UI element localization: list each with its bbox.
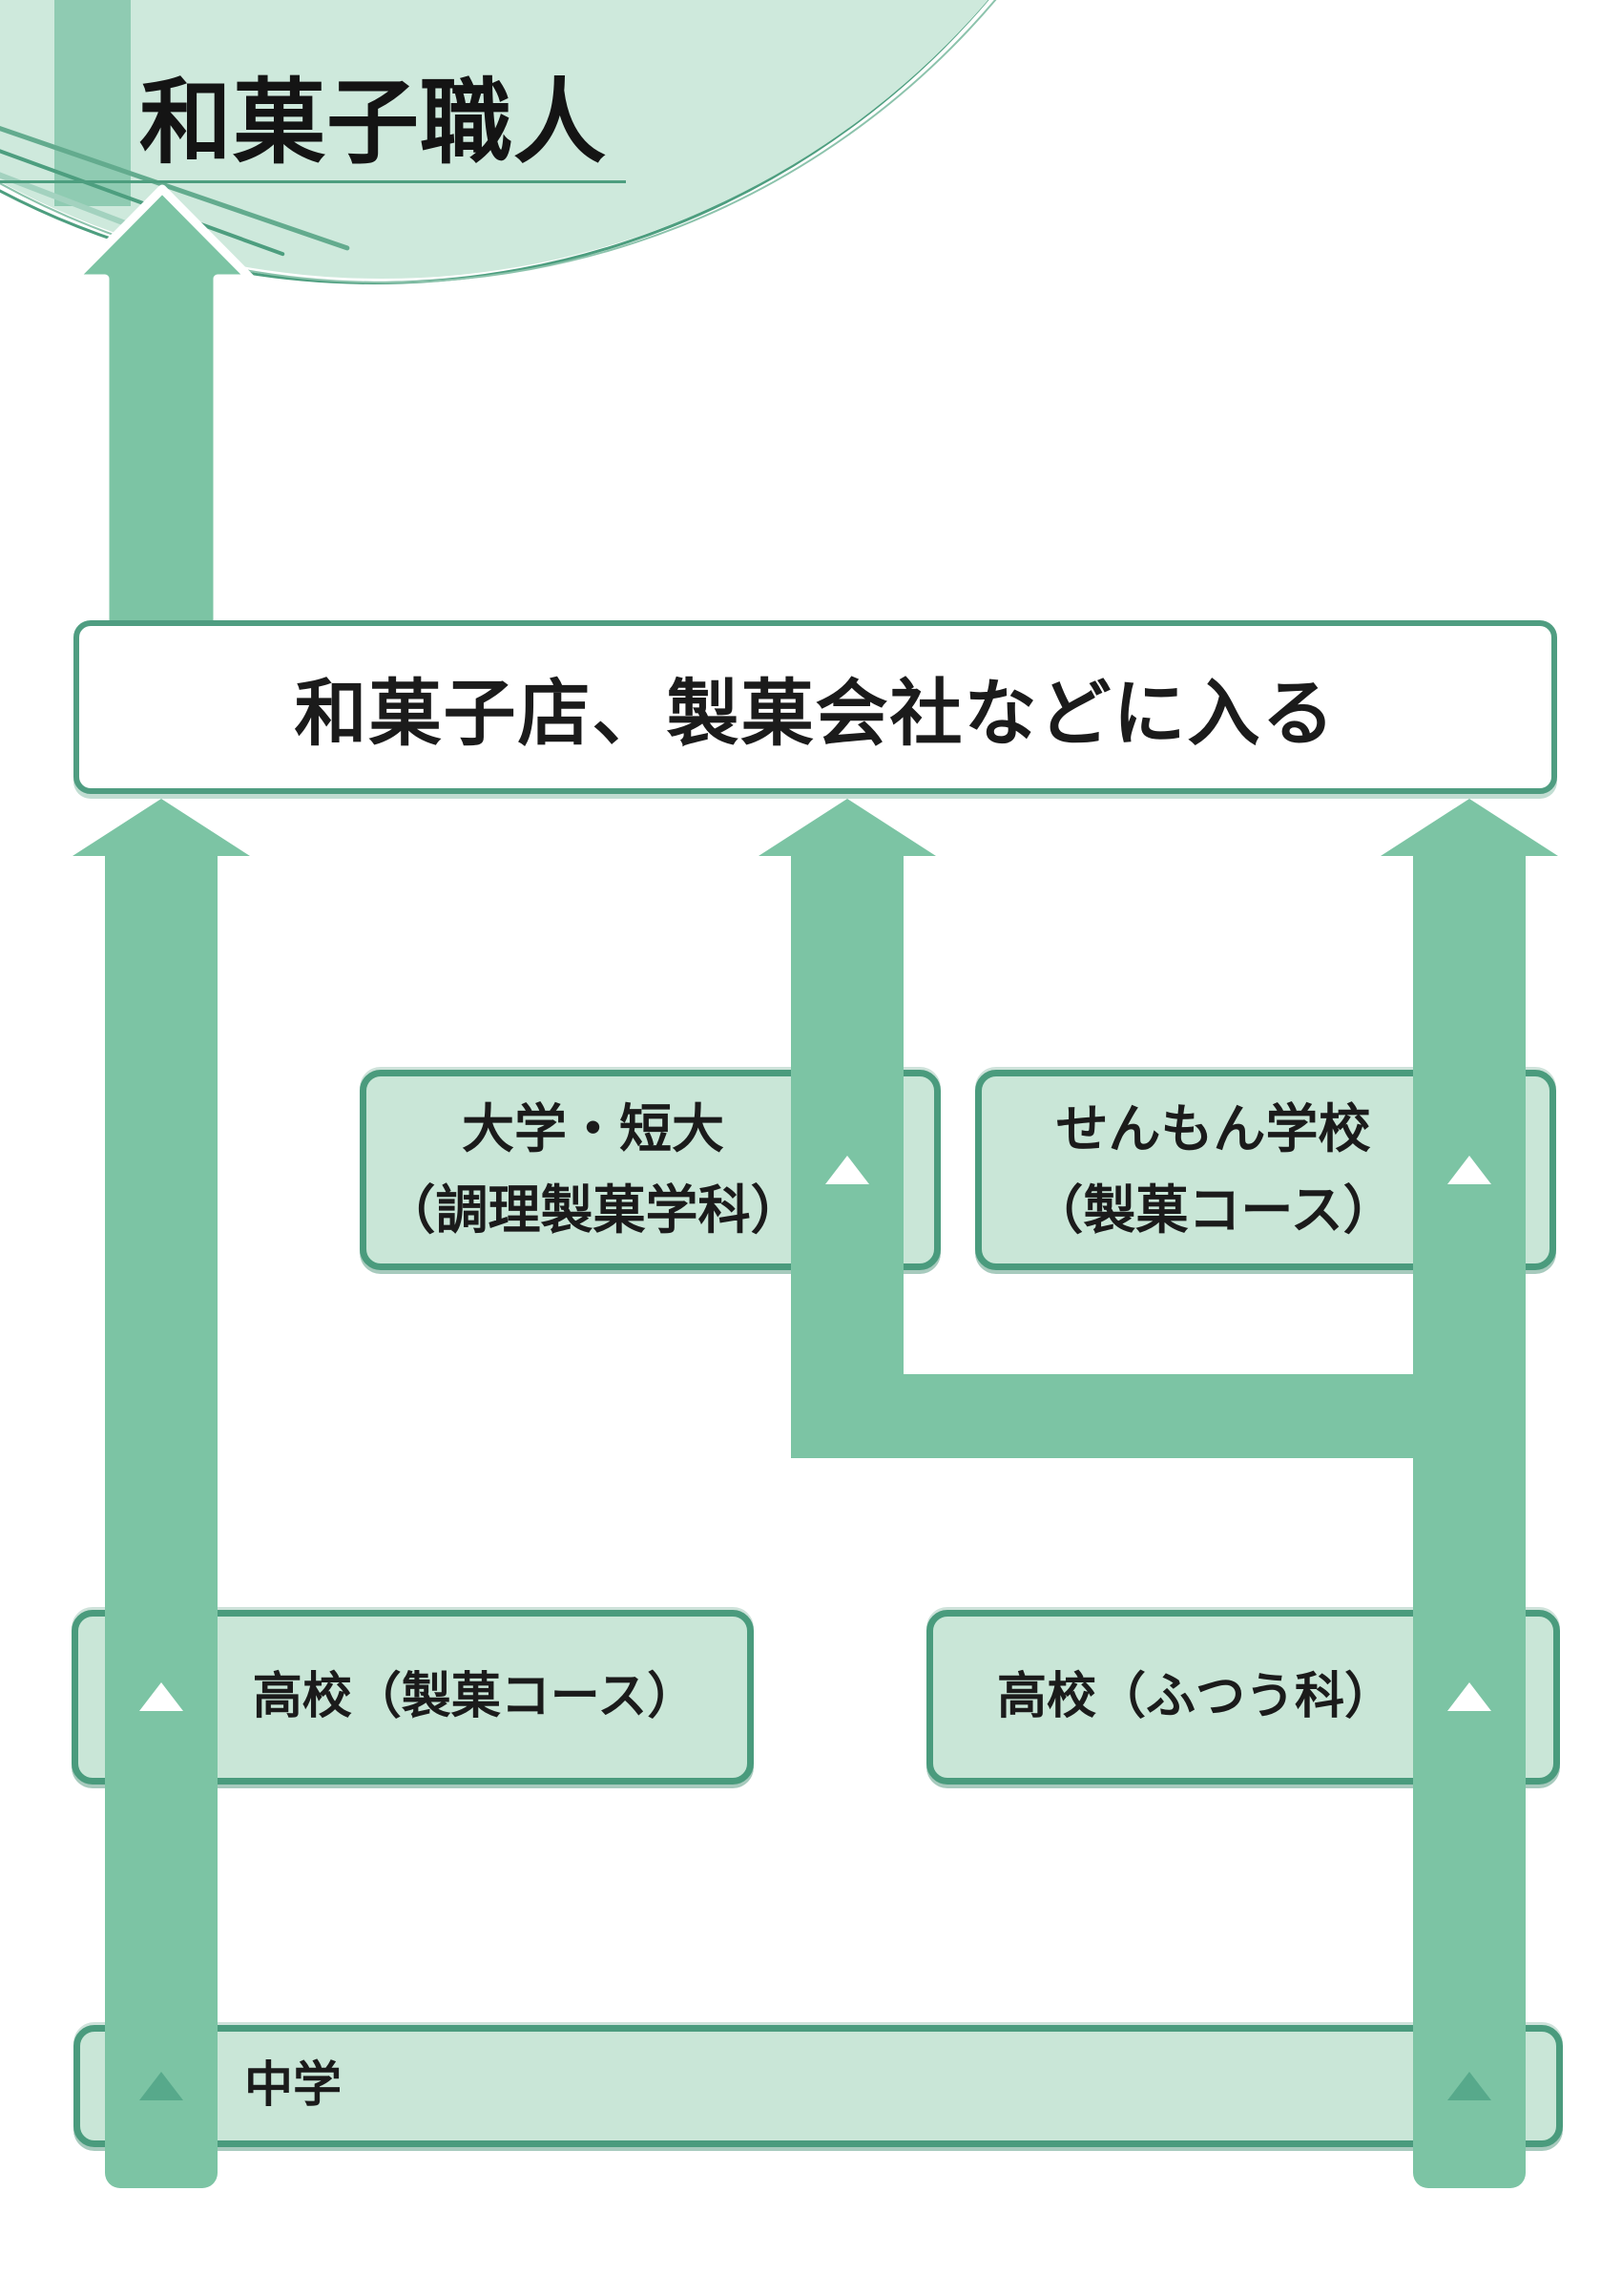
up-triangle-icon bbox=[1447, 1682, 1491, 1711]
node-daigaku-line1: 大学・短大 bbox=[461, 1097, 724, 1159]
page-title: 和菓子職人 bbox=[139, 68, 607, 177]
node-senmon-line2: （製菓コース） bbox=[1030, 1179, 1396, 1241]
node-chuugaku: 中学 bbox=[73, 2025, 1563, 2147]
node-chuugaku-label: 中学 bbox=[244, 2057, 343, 2115]
arrowhead-middle-icon bbox=[759, 799, 936, 856]
node-koukou-seika-label: 高校（製菓コース） bbox=[252, 1668, 697, 1726]
title-underline bbox=[0, 180, 626, 183]
goal-box-label: 和菓子店、製菓会社などに入る bbox=[294, 671, 1337, 756]
up-triangle-green-icon bbox=[1447, 2072, 1491, 2100]
up-triangle-icon bbox=[825, 1156, 869, 1184]
flow-band-connector bbox=[791, 1374, 1526, 1458]
flow-band-right bbox=[1413, 854, 1526, 2188]
flow-band-left bbox=[105, 854, 218, 2188]
arrowhead-left-icon bbox=[73, 799, 250, 856]
node-koukou-futsuu-label: 高校（ふつう科） bbox=[996, 1668, 1394, 1726]
up-triangle-green-icon bbox=[139, 2072, 183, 2100]
up-triangle-icon bbox=[1447, 1156, 1491, 1184]
node-senmon-line1: せんもん学校 bbox=[1055, 1097, 1371, 1159]
goal-box: 和菓子店、製菓会社などに入る bbox=[73, 620, 1557, 794]
up-arrow-icon bbox=[69, 184, 256, 625]
node-daigaku-line2: （調理製菓学科） bbox=[383, 1179, 803, 1241]
arrowhead-right-icon bbox=[1381, 799, 1558, 856]
up-triangle-icon bbox=[139, 1682, 183, 1711]
